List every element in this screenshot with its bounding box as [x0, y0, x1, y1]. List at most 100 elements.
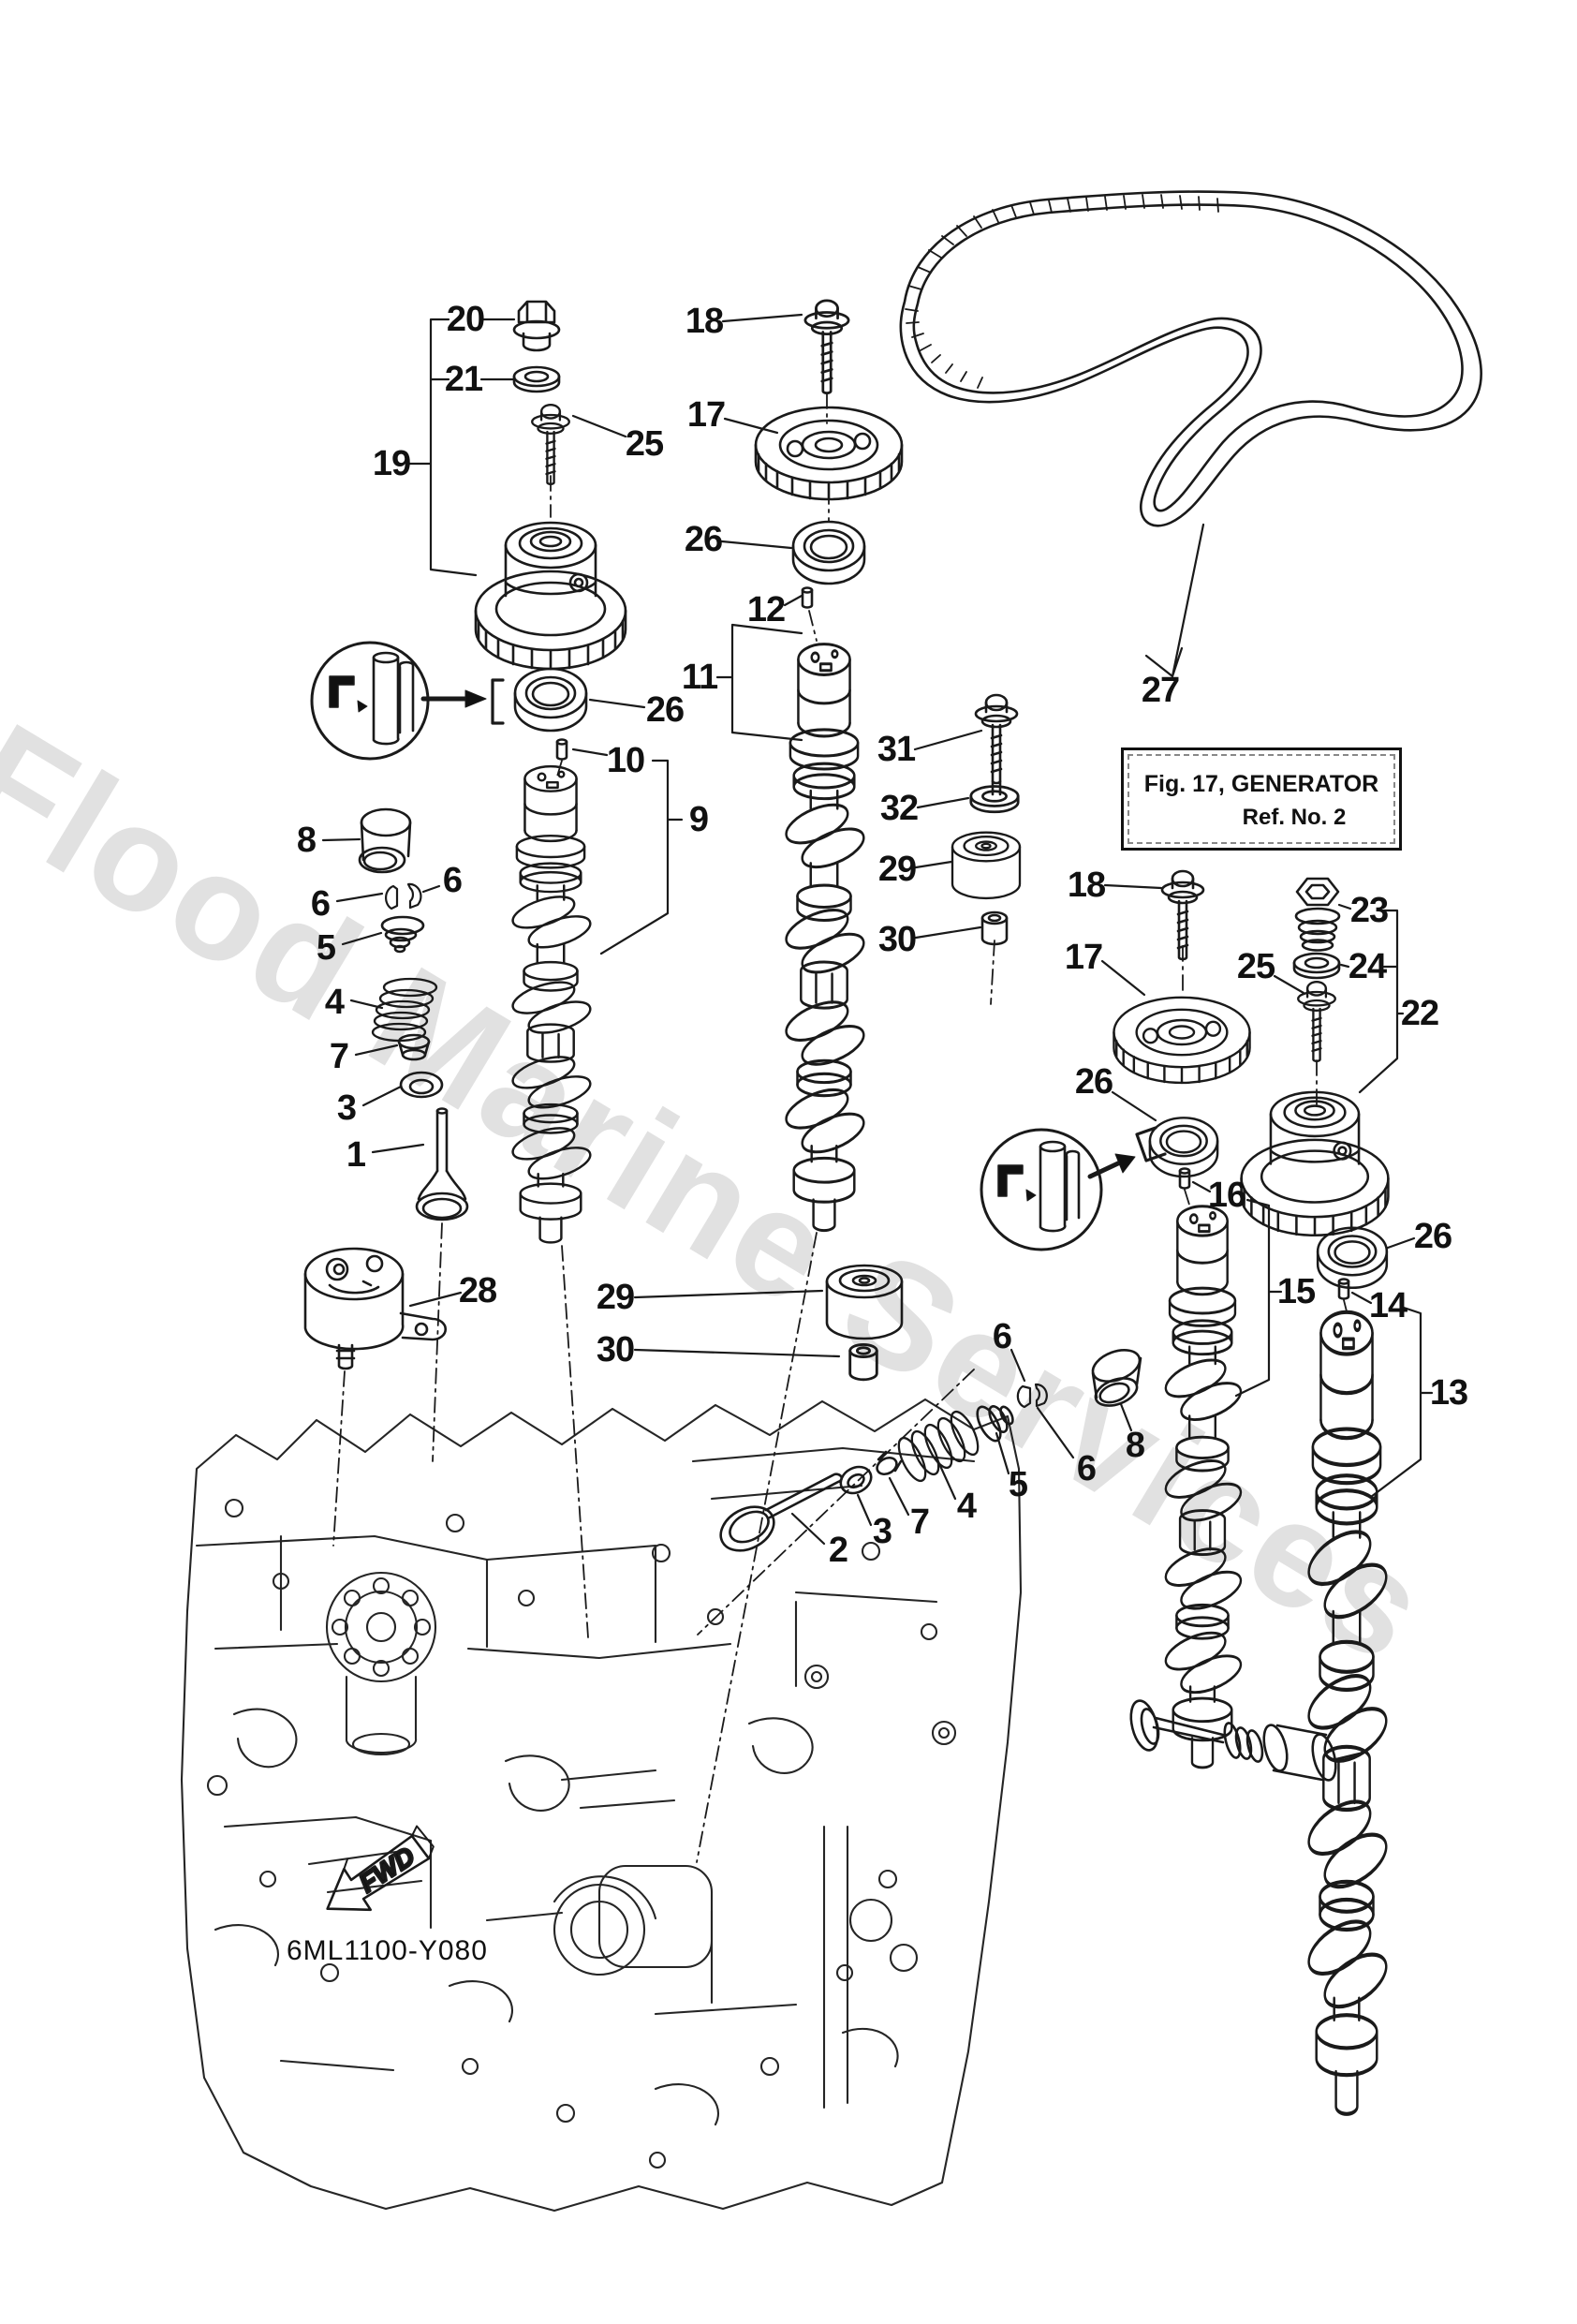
part-label-18: 18: [685, 302, 724, 341]
part-label-22: 22: [1400, 994, 1439, 1033]
belt-teeth: [905, 194, 1219, 389]
generator-ref-line2: Ref. No. 2: [1242, 805, 1347, 830]
oil-seal-26-top: [791, 520, 866, 585]
part-label-32: 32: [879, 789, 919, 828]
valve-cotters-6-bottom: [1016, 1383, 1048, 1409]
part-label-9: 9: [688, 800, 709, 839]
part-label-28: 28: [458, 1271, 497, 1310]
valve-guide-8-right: [1091, 1349, 1142, 1407]
part-label-6: 6: [1076, 1449, 1097, 1488]
washer-21: [512, 365, 561, 393]
oil-seal-26-right-lower: [1316, 1226, 1389, 1290]
part-label-4: 4: [956, 1487, 977, 1526]
part-label-25: 25: [1236, 947, 1275, 986]
part-label-3: 3: [872, 1512, 892, 1551]
tool-detail-circle-right: [980, 1126, 1167, 1251]
part-label-3: 3: [336, 1088, 357, 1128]
valve-seal-3-bottom: [839, 1465, 873, 1495]
dowel-pin-10: [555, 738, 568, 761]
washer-32: [969, 785, 1020, 814]
bolt-20: [512, 300, 561, 352]
tool-detail-circle-left: [310, 641, 505, 761]
part-label-16: 16: [1207, 1176, 1246, 1215]
vvt-actuator-19: [474, 521, 627, 671]
camshaft-13: [1305, 1312, 1390, 2114]
part-label-2: 2: [828, 1531, 848, 1570]
part-label-14: 14: [1368, 1286, 1408, 1325]
idler-pulley-29-upper: [951, 831, 1022, 900]
fwd-arrow: FWD: [326, 1825, 435, 1912]
part-label-26: 26: [1074, 1062, 1113, 1102]
part-label-7: 7: [329, 1037, 349, 1076]
part-label-25: 25: [625, 424, 664, 464]
dowel-pin-14: [1337, 1278, 1350, 1300]
oil-seal-26-left: [513, 667, 588, 733]
part-label-17: 17: [1064, 938, 1103, 977]
part-label-17: 17: [686, 395, 726, 435]
part-label-24: 24: [1348, 947, 1387, 986]
part-label-8: 8: [296, 821, 317, 860]
part-label-29: 29: [596, 1278, 635, 1317]
timing-belt: [899, 190, 1482, 527]
dowel-pin-16: [1178, 1167, 1191, 1190]
part-label-15: 15: [1276, 1272, 1316, 1311]
collar-30-upper: [980, 910, 1009, 946]
washer-24: [1292, 952, 1341, 980]
part-label-5: 5: [316, 928, 336, 968]
drawing-code: 6ML1100-Y080: [287, 1935, 488, 1966]
idler-pulley-29-lower: [825, 1264, 904, 1340]
part-label-11: 11: [681, 658, 718, 697]
part-label-10: 10: [606, 741, 645, 780]
leader-lines: [321, 313, 1434, 1546]
camshaft-9: [508, 764, 596, 1244]
bolt-25-left: [531, 404, 570, 485]
part-label-29: 29: [877, 850, 917, 889]
part-label-30: 30: [596, 1330, 635, 1369]
plug-23: [1294, 877, 1341, 952]
generator-ref-box-border: [1127, 754, 1395, 844]
camshaft-11: [781, 643, 869, 1233]
valve-cotters-6-left: [384, 882, 422, 910]
part-label-5: 5: [1008, 1465, 1028, 1504]
part-label-23: 23: [1349, 891, 1389, 930]
part-label-26: 26: [645, 690, 685, 730]
part-label-18: 18: [1067, 866, 1106, 905]
sprocket-17-right: [1113, 996, 1251, 1085]
part-label-8: 8: [1125, 1426, 1145, 1465]
spring-retainer-5-left: [380, 915, 425, 954]
spring-seat-7-bottom: [876, 1450, 903, 1476]
part-label-26: 26: [684, 520, 723, 559]
valve-spring-4-left: [371, 977, 438, 1043]
generator-ref-box: Fig. 17, GENERATOR Ref. No. 2: [1121, 748, 1402, 851]
part-label-31: 31: [877, 730, 916, 769]
part-label-30: 30: [877, 920, 917, 959]
part-label-4: 4: [324, 983, 345, 1022]
assembly-axis-lines: [332, 392, 1348, 1863]
bolt-18-top: [803, 299, 850, 394]
part-label-6: 6: [992, 1317, 1012, 1356]
part-label-26: 26: [1413, 1217, 1452, 1256]
part-label-6: 6: [442, 861, 463, 900]
part-label-27: 27: [1141, 671, 1180, 710]
valve-guide-8-left: [358, 807, 412, 874]
part-label-6: 6: [310, 884, 331, 924]
valve-seal-3-left: [399, 1071, 444, 1099]
part-label-1: 1: [346, 1135, 366, 1175]
spring-seat-7-left: [397, 1033, 431, 1061]
part-label-21: 21: [444, 360, 483, 399]
engine-block: [180, 1398, 1023, 2213]
part-label-12: 12: [746, 590, 786, 629]
part-label-20: 20: [446, 300, 485, 339]
valve-1: [415, 1107, 469, 1221]
part-label-7: 7: [909, 1502, 930, 1542]
bolt-31: [974, 693, 1019, 796]
vvt-actuator-22: [1240, 1090, 1390, 1237]
tensioner-28: [303, 1247, 448, 1370]
camshaft-15: [1160, 1205, 1246, 1769]
sprocket-17-top: [754, 406, 904, 501]
part-label-13: 13: [1429, 1373, 1468, 1413]
valve-lifter-assembly-bottom-right: [1129, 1699, 1362, 1782]
valve-2: [719, 1473, 843, 1552]
